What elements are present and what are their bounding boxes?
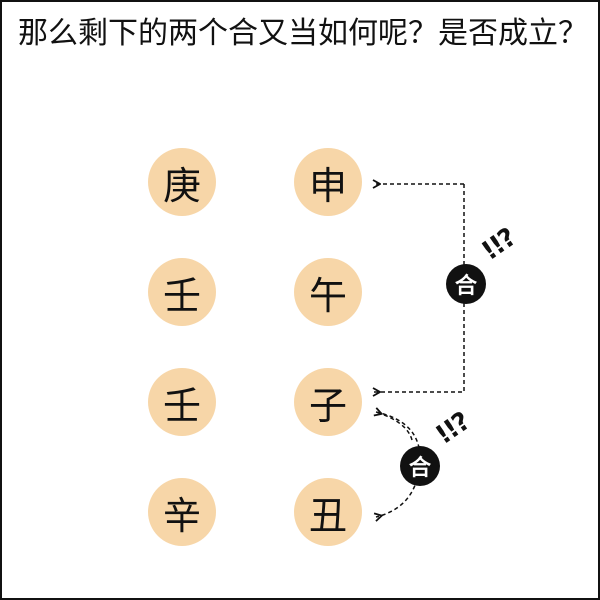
left-stem-2: 壬 — [148, 258, 216, 326]
bracket-shen-zi — [374, 184, 465, 392]
right-branch-1: 申 — [294, 148, 362, 216]
question-text: 那么剩下的两个合又当如何呢？是否成立？ — [18, 16, 588, 51]
left-stem-1: 庚 — [148, 148, 216, 216]
combine-badge-lower: 合 — [400, 446, 440, 486]
curve-zi-arrow — [376, 412, 413, 441]
right-branch-2: 午 — [294, 258, 362, 326]
left-stem-4: 辛 — [148, 478, 216, 546]
left-stem-3: 壬 — [148, 368, 216, 436]
right-branch-4: 丑 — [294, 478, 362, 546]
combine-badge-upper: 合 — [446, 264, 486, 304]
right-branch-3: 子 — [294, 368, 362, 436]
